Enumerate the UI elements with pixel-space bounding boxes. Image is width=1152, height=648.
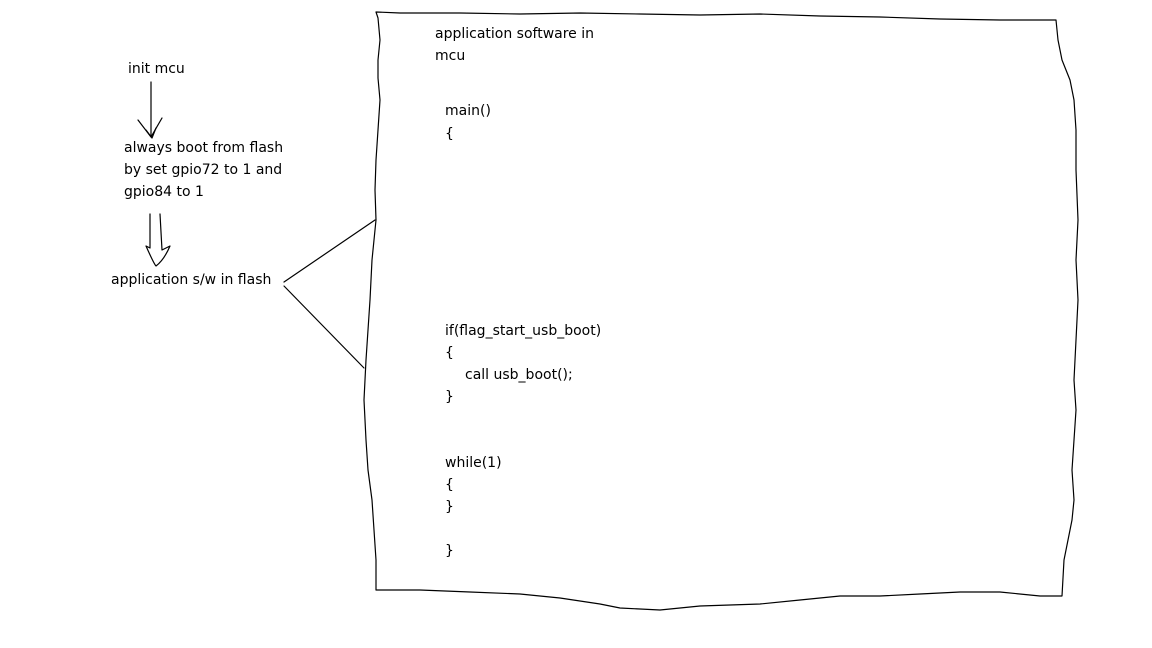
detail-box-outline: [363, 11, 1079, 611]
code-if-close-brace: }: [445, 389, 454, 405]
connector-upper: [283, 219, 376, 283]
code-if-statement: if(flag_start_usb_boot): [445, 323, 602, 339]
step-boot-line-1: always boot from flash: [124, 140, 284, 156]
code-while-open-brace: {: [445, 477, 454, 493]
code-call-usb-boot: call usb_boot();: [465, 367, 573, 383]
arrow-2-body: [145, 213, 171, 267]
step-boot-line-2: by set gpio72 to 1 and: [124, 162, 283, 178]
code-if-open-brace: {: [445, 345, 454, 361]
step-app-in-flash: application s/w in flash: [111, 272, 272, 288]
arrow-1-tail: [145, 127, 157, 139]
box-title-line-1: application software in: [435, 26, 595, 42]
code-main-close-brace: }: [445, 543, 454, 559]
box-title-line-2: mcu: [435, 48, 466, 64]
code-main-signature: main(): [445, 103, 491, 119]
code-while-statement: while(1): [445, 455, 502, 471]
arrow-1-head: [137, 117, 163, 138]
code-while-close-brace: }: [445, 499, 454, 515]
step-boot-line-3: gpio84 to 1: [124, 184, 204, 200]
step-init-mcu: init mcu: [128, 61, 185, 77]
connector-lower: [283, 285, 365, 369]
code-main-open-brace: {: [445, 126, 454, 142]
